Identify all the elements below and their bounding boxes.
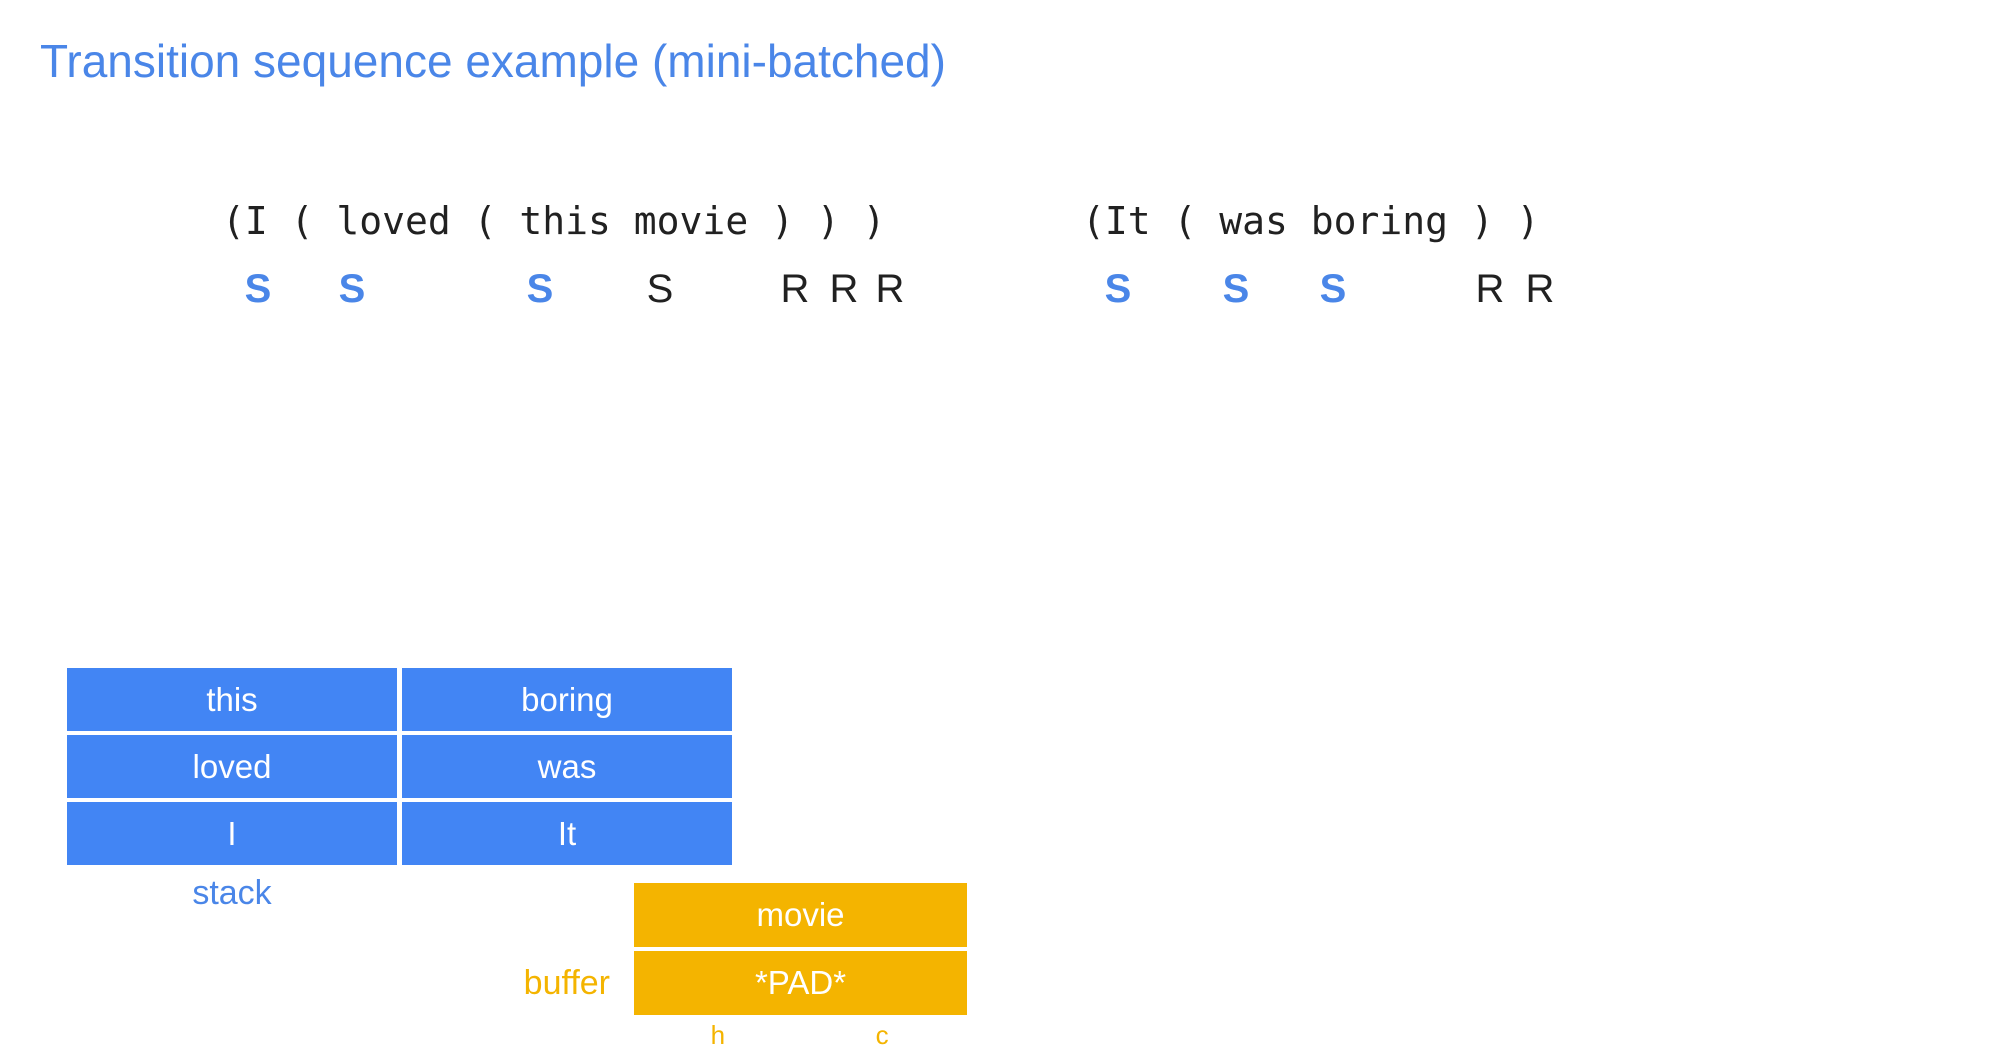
stack-cell: loved <box>67 735 397 798</box>
buffer-cell: *PAD* <box>634 951 967 1015</box>
action-letter-active: S <box>1319 267 1347 311</box>
stack-cell: I <box>67 802 397 865</box>
action-letter-active: S <box>1222 267 1250 311</box>
expression-2: (It ( was boring ) ) <box>1082 199 1540 243</box>
stack-cell: boring <box>402 668 732 731</box>
expression-1: (I ( loved ( this movie ) ) ) <box>222 199 886 243</box>
action-letter: R <box>780 267 810 311</box>
buffer-sublabel-c: c <box>875 1020 889 1050</box>
stack-cell: this <box>67 668 397 731</box>
action-letter-active: S <box>1104 267 1132 311</box>
page-title: Transition sequence example (mini-batche… <box>40 35 946 87</box>
buffer-sublabel-h: h <box>710 1020 726 1050</box>
action-letter: R <box>875 267 905 311</box>
action-letter: R <box>829 267 859 311</box>
action-letter-active: S <box>526 267 554 311</box>
action-letter-active: S <box>244 267 272 311</box>
action-letter: S <box>646 267 674 311</box>
buffer-label: buffer <box>523 964 610 1002</box>
stack-label: stack <box>192 874 272 912</box>
buffer-cell: movie <box>634 883 967 947</box>
buffer-table: movie*PAD* <box>634 883 967 1015</box>
action-letter: R <box>1475 267 1505 311</box>
stack-cell: was <box>402 735 732 798</box>
action-letter-active: S <box>338 267 366 311</box>
action-letter: R <box>1525 267 1555 311</box>
stack-cell: It <box>402 802 732 865</box>
